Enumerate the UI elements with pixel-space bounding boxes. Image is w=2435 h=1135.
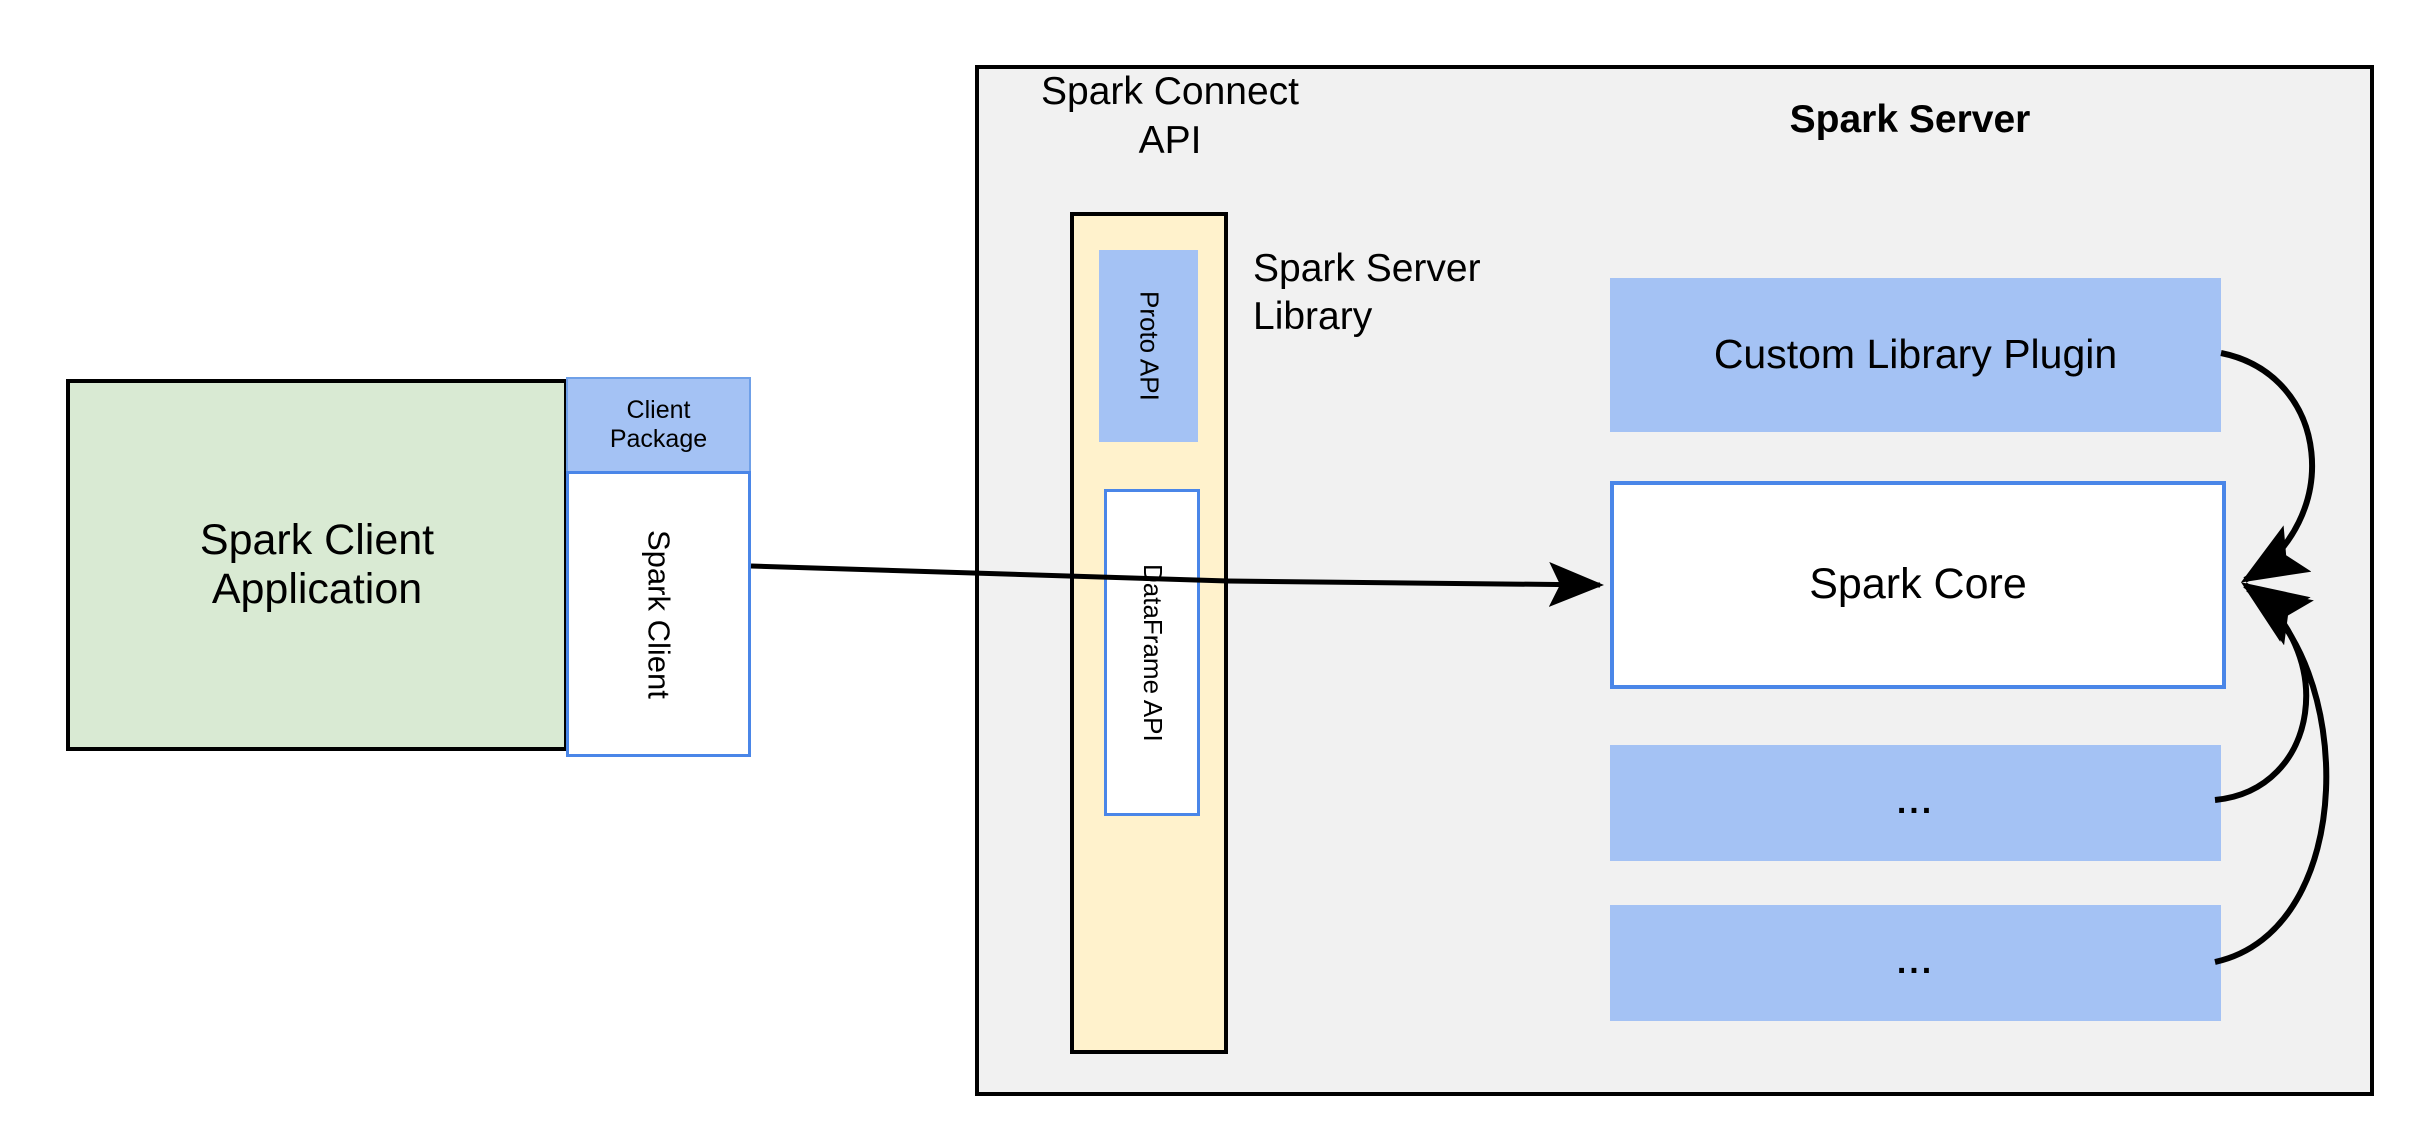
plugin-placeholder-box-1[interactable]: ... [1610, 745, 2221, 861]
dataframe-api-label: DataFrame API [1137, 563, 1168, 742]
custom-library-plugin-label: Custom Library Plugin [1713, 331, 2118, 378]
spark-client-box[interactable]: Spark Client [566, 471, 751, 757]
spark-server-library-label: Spark Server Library [1253, 247, 1481, 338]
spark-connect-api-label: Spark Connect API [1041, 70, 1299, 162]
client-package-label: Client Package [609, 396, 708, 453]
plugin-placeholder-label-2: ... [1896, 943, 1935, 982]
spark-core-label: Spark Core [1809, 560, 2027, 609]
spark-core-box[interactable]: Spark Core [1610, 481, 2226, 689]
spark-client-label: Spark Client [641, 529, 677, 699]
dataframe-api-box[interactable]: DataFrame API [1104, 489, 1200, 816]
proto-api-box[interactable]: Proto API [1099, 250, 1198, 442]
spark-server-title: Spark Server [1789, 98, 2031, 141]
plugin-placeholder-label-1: ... [1896, 783, 1935, 822]
plugin-placeholder-box-2[interactable]: ... [1610, 905, 2221, 1021]
spark-client-application-label: Spark Client Application [199, 515, 435, 613]
proto-api-label: Proto API [1134, 291, 1165, 401]
custom-library-plugin-box[interactable]: Custom Library Plugin [1610, 278, 2221, 432]
client-package-box[interactable]: Client Package [566, 377, 751, 471]
spark-client-application-box[interactable]: Spark Client Application [66, 379, 568, 751]
